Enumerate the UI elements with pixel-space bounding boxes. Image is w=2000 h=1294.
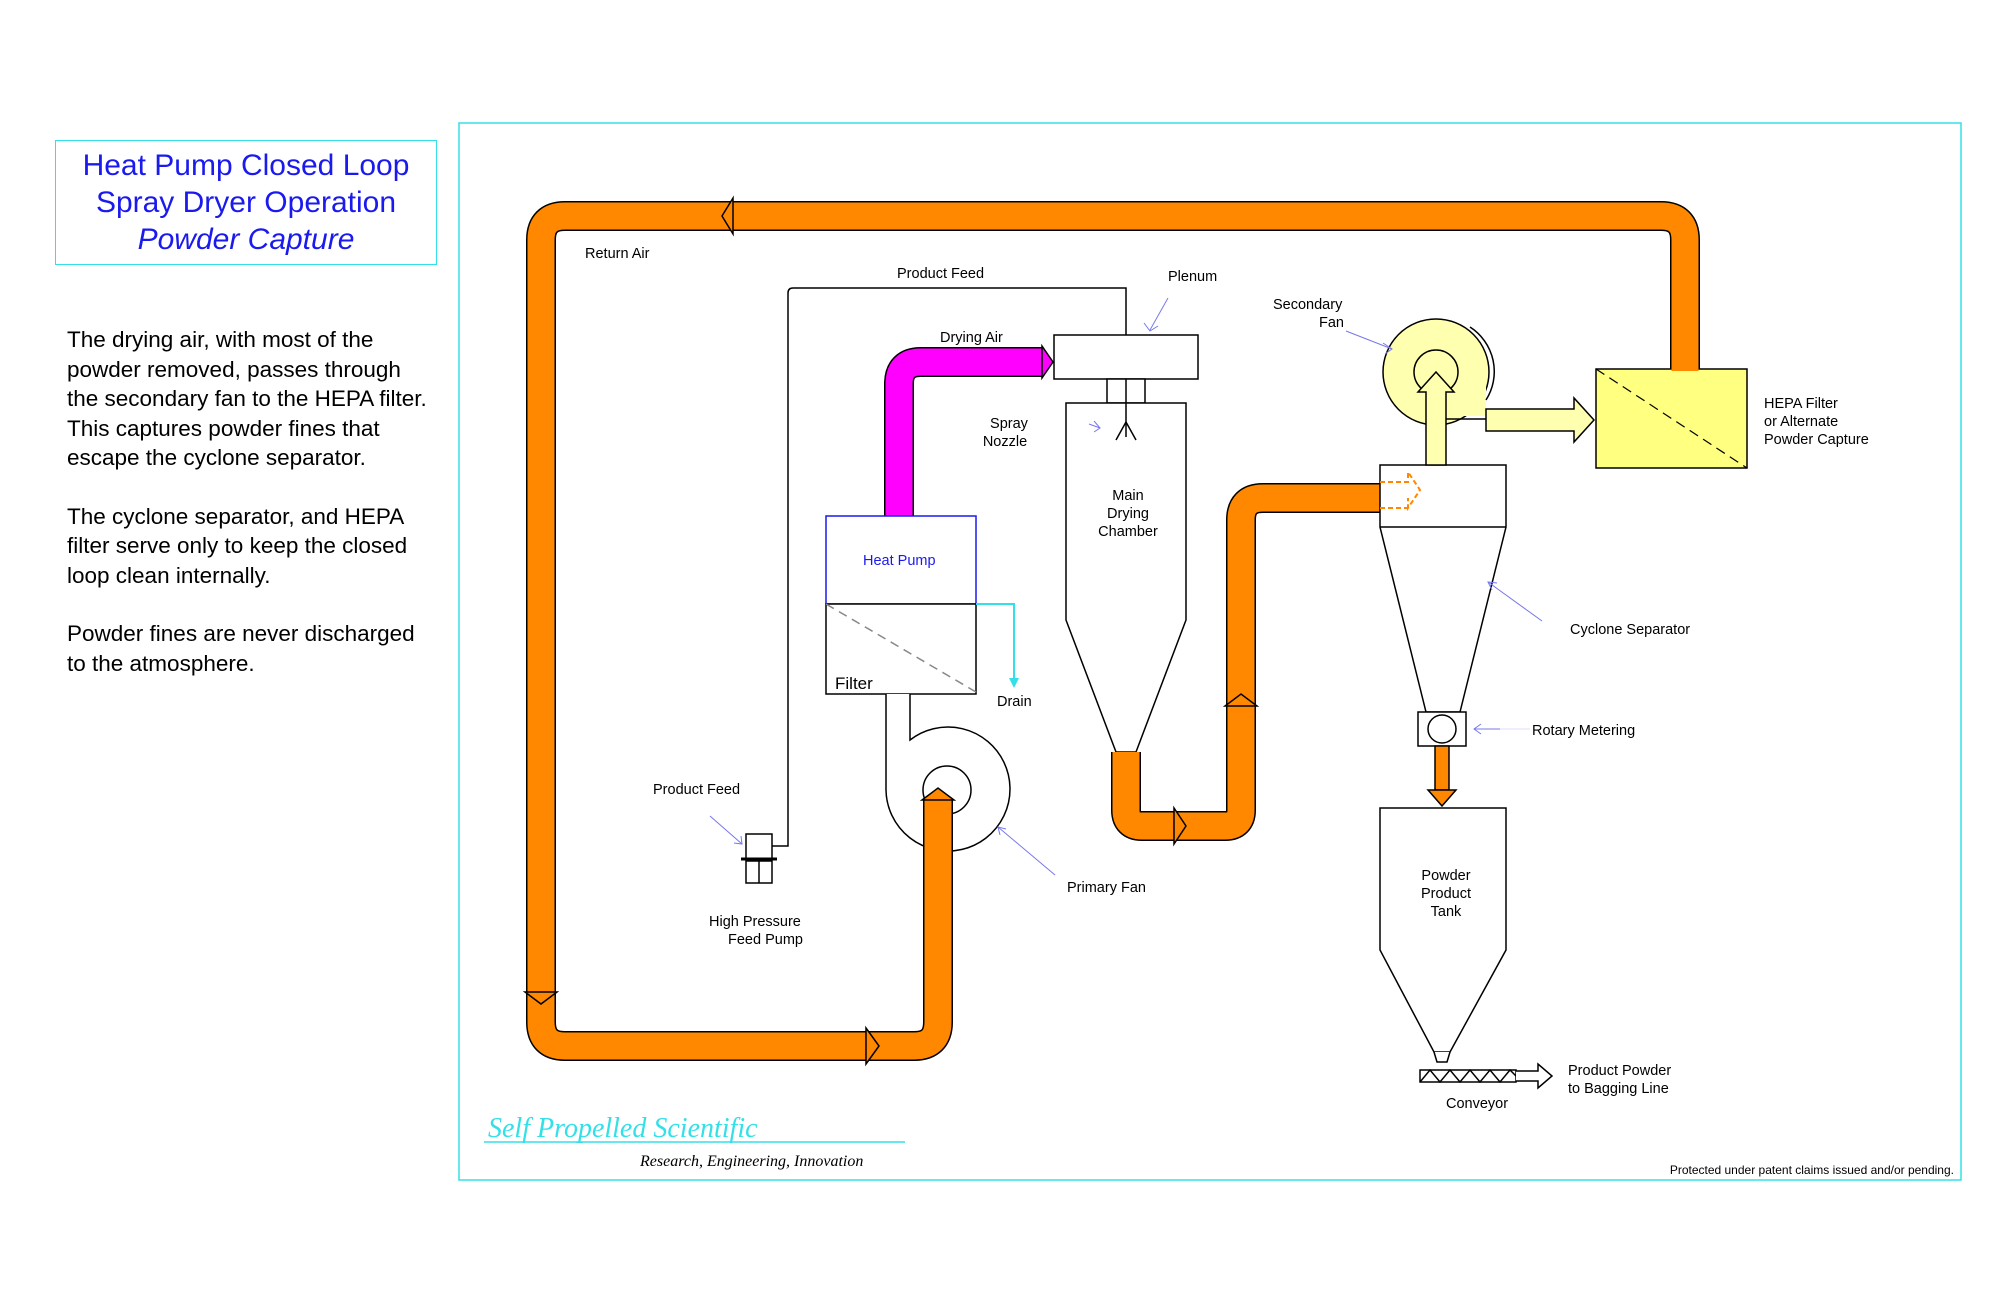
description: The drying air, with most of the powder … [67, 325, 427, 707]
label-drain: Drain [997, 694, 1032, 710]
label-filter: Filter [835, 674, 873, 693]
label-high-pressure-1: High Pressure [709, 914, 801, 930]
main-drying-chamber [1065, 402, 1187, 753]
label-secondary-fan-1: Secondary [1273, 297, 1343, 313]
return-air-arrow-bottom [865, 1025, 880, 1067]
powder-product-tank [1379, 807, 1507, 1053]
label-product-feed-pump: Product Feed [653, 782, 740, 798]
drying-air-duct [884, 343, 1054, 516]
return-air-arrow-left [522, 991, 560, 1005]
title-line-3: Powder Capture [137, 223, 355, 256]
cyclone-inlet-arrow [1380, 468, 1422, 512]
description-paragraph-3: Powder fines are never discharged to the… [67, 621, 415, 676]
title-line-1: Heat Pump Closed Loop [82, 149, 410, 182]
label-secondary-fan-2: Fan [1319, 315, 1344, 331]
brand-tagline: Research, Engineering, Innovation [639, 1153, 863, 1170]
label-main-chamber-1: Main [1112, 488, 1143, 504]
diagram-frame [458, 122, 1962, 1181]
drain-line [976, 603, 1015, 680]
label-high-pressure-2: Feed Pump [728, 932, 803, 948]
cyclone-outlet-pipe [1416, 370, 1456, 466]
description-paragraph-1: The drying air, with most of the powder … [67, 327, 427, 470]
label-tank-1: Powder [1421, 868, 1470, 884]
chamber-to-cyclone-duct [1111, 483, 1380, 841]
label-conveyor: Conveyor [1446, 1096, 1508, 1112]
patent-notice: Protected under patent claims issued and… [1670, 1163, 1954, 1177]
heat-pump-box [825, 515, 977, 605]
label-tank-2: Product [1421, 886, 1471, 902]
label-main-chamber-3: Chamber [1098, 524, 1158, 540]
label-hepa-2: or Alternate [1764, 414, 1838, 430]
label-rotary-metering: Rotary Metering [1532, 723, 1635, 739]
label-tank-3: Tank [1431, 904, 1462, 920]
label-drying-air: Drying Air [940, 330, 1003, 346]
return-air-arrow-top [721, 195, 734, 237]
spray-nozzle [1115, 403, 1137, 441]
label-spray-nozzle-1: Spray [990, 416, 1029, 432]
conveyor [1419, 1068, 1517, 1084]
label-plenum: Plenum [1168, 269, 1217, 285]
title-box: Heat Pump Closed Loop Spray Dryer Operat… [55, 140, 437, 265]
plenum [1053, 334, 1199, 380]
label-primary-fan: Primary Fan [1067, 880, 1146, 896]
label-cyclone-separator: Cyclone Separator [1570, 622, 1690, 638]
label-product-feed-top: Product Feed [897, 266, 984, 282]
conveyor-outlet-arrow [1516, 1062, 1554, 1090]
label-spray-nozzle-2: Nozzle [983, 434, 1027, 450]
description-paragraph-2: The cyclone separator, and HEPA filter s… [67, 503, 408, 588]
drain-arrow [1009, 678, 1019, 688]
secondary-fan-outlet-arrow [1485, 396, 1596, 444]
callout-lines [709, 297, 1543, 876]
filter-box [825, 603, 977, 695]
label-hepa-1: HEPA Filter [1764, 396, 1838, 412]
rotary-to-tank-arrow [1426, 745, 1458, 808]
brand-name: Self Propelled Scientific [488, 1113, 758, 1144]
label-heat-pump: Heat Pump [863, 553, 936, 569]
label-return-air: Return Air [585, 246, 650, 262]
return-air-duct [526, 201, 1700, 1061]
label-product-powder-2: to Bagging Line [1568, 1081, 1669, 1097]
title-line-2: Spray Dryer Operation [95, 186, 397, 219]
label-hepa-3: Powder Capture [1764, 432, 1869, 448]
label-main-chamber-2: Drying [1107, 506, 1149, 522]
cyclone-separator [1379, 464, 1507, 713]
product-feed-line [772, 287, 1127, 847]
label-product-powder-1: Product Powder [1568, 1063, 1671, 1079]
high-pressure-feed-pump [741, 833, 777, 884]
